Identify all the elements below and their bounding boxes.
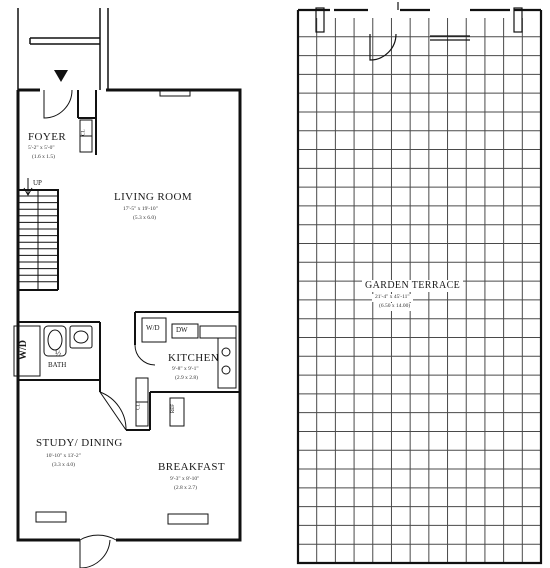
washer-dryer-kitchen-label: W/D xyxy=(146,324,160,332)
half-bath-label: BATH xyxy=(48,361,67,369)
study-dining-name: STUDY/ DINING xyxy=(36,437,123,449)
bath-fixtures xyxy=(13,325,93,377)
stairs xyxy=(18,178,59,290)
foyer-dim: 5'-2" x 5'-0" xyxy=(28,145,55,151)
kitchen-dim: 9'-8" x 9'-1" xyxy=(172,366,199,372)
living-room-dim: 17'-5" x 19'-10" xyxy=(123,206,158,212)
entry-walls xyxy=(17,8,109,90)
refrigerator-label: REF xyxy=(171,403,177,414)
stairs-up-label: UP xyxy=(33,179,42,187)
living-room-name: LIVING ROOM xyxy=(114,191,193,203)
living-room-dim-metric: (5.3 x 6.0) xyxy=(133,215,156,221)
window-marks xyxy=(35,89,209,525)
terrace-top-details xyxy=(315,2,523,61)
breakfast-dim: 9'-3" x 8'-10" xyxy=(170,476,200,482)
terrace-outline xyxy=(296,8,543,565)
kitchen-fixtures xyxy=(135,317,237,427)
foyer-dim-metric: (1.6 x 1.5) xyxy=(32,154,55,160)
garden-terrace-dim-metric: (6.50 x 14.00) xyxy=(376,303,414,311)
study-dining-dim-metric: (3.3 x 4.0) xyxy=(52,462,75,468)
half-bath-fraction: ½ xyxy=(55,349,61,358)
foyer-closet-label: CL xyxy=(81,129,87,136)
foyer-name: FOYER xyxy=(28,131,67,143)
entry-arrow xyxy=(54,70,68,82)
breakfast-name: BREAKFAST xyxy=(158,461,225,473)
dishwasher-label: DW xyxy=(176,326,188,334)
garden-terrace-name: GARDEN TERRACE xyxy=(362,280,464,292)
kitchen-closet-label: CL xyxy=(136,403,142,410)
foyer-closet xyxy=(79,119,93,153)
kitchen-name: KITCHEN xyxy=(168,352,220,364)
interior-walls xyxy=(18,90,240,431)
garden-terrace-dim: 21'-4" x 45'-11" xyxy=(372,294,413,302)
study-dining-dim: 10'-10" x 13'-2" xyxy=(46,453,81,459)
breakfast-dim-metric: (2.8 x 2.7) xyxy=(174,485,197,491)
terrace-grid xyxy=(298,18,541,563)
washer-dryer-label: W/D xyxy=(18,340,29,360)
kitchen-dim-metric: (2.9 x 2.8) xyxy=(175,375,198,381)
